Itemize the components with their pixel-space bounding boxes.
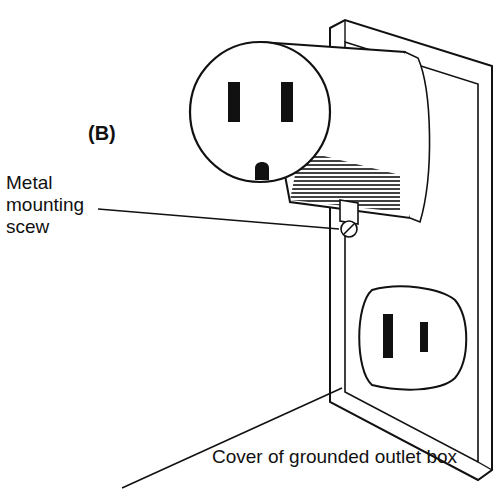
figure-label: (B) bbox=[88, 122, 158, 144]
lower-receptacle bbox=[359, 286, 466, 389]
adapter-slot bbox=[281, 82, 293, 122]
mounting-screw bbox=[341, 221, 357, 237]
part-label: Cover of grounded outlet box bbox=[212, 446, 492, 468]
ground-hole bbox=[255, 162, 269, 180]
adapter-face bbox=[190, 42, 330, 182]
adapter-slot bbox=[228, 82, 240, 122]
leader-line bbox=[122, 388, 342, 488]
part-label: Metal mounting scew bbox=[6, 172, 98, 238]
adapter-flange bbox=[405, 52, 430, 222]
leader-line bbox=[98, 209, 339, 229]
wide-slot bbox=[383, 314, 393, 358]
narrow-slot bbox=[420, 322, 428, 352]
